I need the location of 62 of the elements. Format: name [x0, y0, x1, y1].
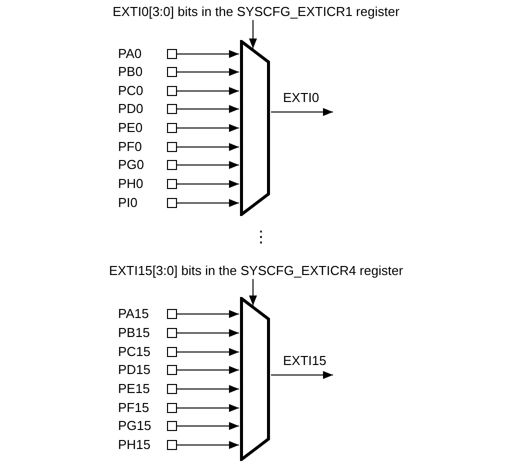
register-label: EXTI15[3:0] bits in the SYSCFG_EXTICR4 register	[108, 262, 404, 279]
pin-label: PG15	[118, 418, 152, 433]
arrow	[249, 278, 257, 306]
arrow	[176, 50, 240, 58]
arrow	[176, 441, 240, 449]
pin-label: PA15	[118, 306, 149, 321]
arrow	[176, 87, 240, 95]
pin-square	[167, 142, 177, 152]
pin-square	[167, 104, 177, 114]
arrow	[176, 385, 240, 393]
arrow	[176, 105, 240, 113]
arrow	[249, 20, 257, 50]
pin-square	[167, 365, 177, 375]
arrow	[176, 143, 240, 151]
arrow	[176, 68, 240, 76]
pin-square	[167, 179, 177, 189]
pin-square	[167, 309, 177, 319]
pin-square	[167, 384, 177, 394]
arrow	[176, 404, 240, 412]
pin-label: PG0	[118, 157, 144, 172]
arrow	[270, 108, 334, 116]
pin-square	[167, 440, 177, 450]
multiplexer-symbol	[240, 297, 270, 461]
pin-label: PD0	[118, 101, 144, 116]
pin-square	[167, 421, 177, 431]
pin-label: PF15	[118, 400, 150, 415]
arrow	[176, 310, 240, 318]
pin-label: PF0	[118, 139, 142, 154]
pin-label: PH15	[118, 437, 151, 452]
multiplexer-symbol	[240, 40, 270, 216]
arrow	[270, 371, 334, 379]
pin-square	[167, 160, 177, 170]
pin-label: PH0	[118, 176, 144, 191]
pin-label: PC15	[118, 344, 151, 359]
pin-square	[167, 403, 177, 413]
register-label: EXTI0[3:0] bits in the SYSCFG_EXTICR1 register	[112, 3, 400, 20]
pin-label: PC0	[118, 83, 144, 98]
arrow	[176, 366, 240, 374]
edge-label: EXTI15	[283, 353, 326, 368]
arrow	[176, 161, 240, 169]
pin-label: PB15	[118, 325, 150, 340]
pin-square	[167, 198, 177, 208]
arrow	[176, 422, 240, 430]
pin-label: PD15	[118, 362, 151, 377]
pin-label: PA0	[118, 46, 142, 61]
pin-square	[167, 49, 177, 59]
arrow	[176, 348, 240, 356]
pin-square	[167, 123, 177, 133]
pin-square	[167, 347, 177, 357]
arrow	[176, 199, 240, 207]
pin-label: PE15	[118, 381, 150, 396]
pin-square	[167, 86, 177, 96]
pin-label: PB0	[118, 64, 143, 79]
arrow	[176, 124, 240, 132]
arrow	[176, 180, 240, 188]
continuation-dots: ⋮	[253, 228, 269, 246]
pin-label: PI0	[118, 195, 138, 210]
edge-label: EXTI0	[283, 90, 320, 105]
pin-square	[167, 328, 177, 338]
pin-square	[167, 67, 177, 77]
arrow	[176, 329, 240, 337]
pin-label: PE0	[118, 120, 143, 135]
